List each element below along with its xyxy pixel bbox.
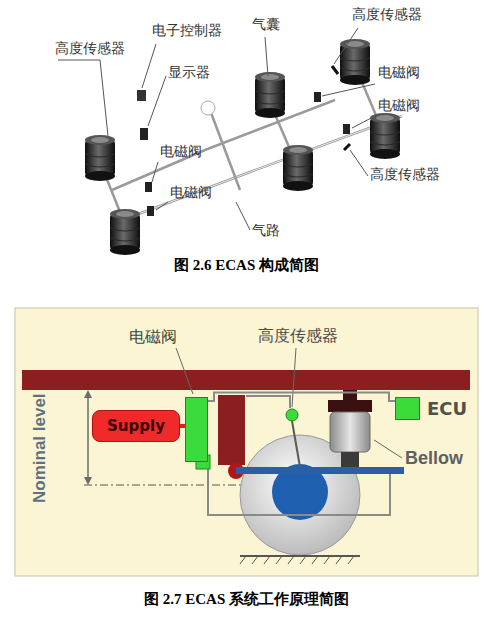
level-arrow [87,394,89,481]
leader-line-part [265,37,268,76]
leader-line-part [350,150,368,176]
valve-block [147,206,154,216]
supply-box: Supply [92,410,180,442]
valve-block [314,92,321,102]
solenoid-valve: 电磁阀 [185,397,208,462]
illustration-part [283,145,313,191]
wheel [240,435,360,555]
leader-line-part [148,76,166,126]
bellow-top [328,400,372,412]
chassis-frame-part [128,116,402,218]
part-label: Bellow [405,448,463,470]
valve-block [145,182,152,192]
leader-line-part [58,60,108,136]
air-line [246,396,290,408]
leader-line-part [374,440,402,458]
part-label: 显示器 [168,64,210,81]
figure-panel [15,308,478,576]
part-label: 气囊 [252,16,280,33]
chassis-frame-part [210,110,240,190]
leader-line-part [334,28,358,64]
axis-label: Nominal level [30,393,50,503]
illustration-part [255,72,285,118]
node-text: 电磁阀 [129,327,177,346]
vehicle-frame [22,370,470,390]
node-text: Supply [107,417,165,435]
ecu-box: ECU [395,397,420,420]
illustration-part [340,39,370,85]
node-text: ECU [427,398,467,420]
height-sensor [286,409,298,421]
part-label: 高度传感器 [352,6,422,23]
chassis-frame [100,66,402,232]
ground-part [240,556,354,564]
height-sensor-mark [108,66,350,150]
part-label: 高度传感器 [370,166,440,183]
spring-hanger [218,395,245,465]
trailing-arm [236,467,404,474]
sensor-link [292,421,300,467]
leader-line-part [142,44,156,88]
part-label: 电磁阀 [378,97,420,114]
part-label: 电磁阀 [170,184,212,201]
leader-line-part [292,348,296,407]
part-label: 高度传感器 [55,40,125,57]
illustration-part [370,113,400,159]
leader-line-part [156,202,168,210]
illustration-part [110,209,140,255]
valve-block [343,124,350,134]
tank [201,101,215,115]
part-label: 高度传感器 [258,326,338,345]
leader-line [176,348,402,458]
illustration-part [85,135,115,181]
leader-line-part [322,84,375,96]
part-label: 电磁阀 [378,64,420,81]
part-label: 气路 [252,222,280,239]
bellow-body [330,412,370,452]
leader-line-part [176,348,193,394]
display-box [140,128,148,140]
chassis-frame-part [112,100,335,190]
leader-line-part [236,202,250,230]
leader-line-part [352,116,375,128]
leader-line [58,28,375,230]
chassis-frame-part [128,116,402,218]
part-label: 电子控制器 [152,22,222,39]
figure-caption: 图 2.7 ECAS 系统工作原理简图 [0,590,493,608]
figure-caption: 图 2.6 ECAS 构成简图 [0,256,493,274]
connector [208,393,395,402]
part-label: 电磁阀 [160,143,202,160]
controller-box [137,90,146,101]
bellow-piston [341,452,359,467]
ground [240,556,360,564]
leader-line-part [152,162,158,182]
